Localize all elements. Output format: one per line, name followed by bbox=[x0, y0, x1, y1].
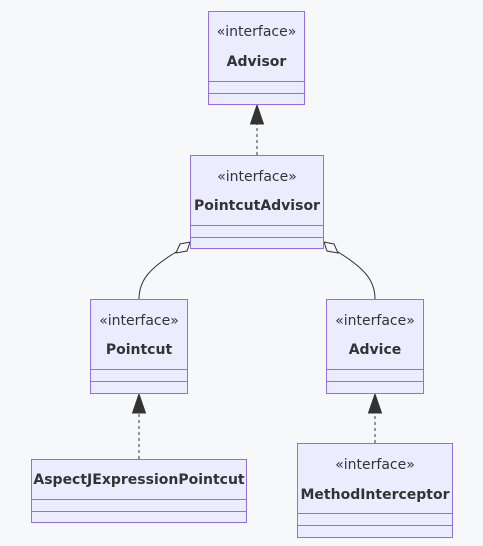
realization-arrowhead-advice bbox=[367, 392, 383, 414]
class-methodinterceptor[interactable]: «interface» MethodInterceptor bbox=[297, 443, 453, 538]
edge-pointcutadvisor-pointcut bbox=[138, 251, 177, 300]
class-advice-box bbox=[326, 299, 424, 394]
class-pointcut-name: Pointcut bbox=[106, 342, 173, 358]
class-advice-stereotype: «interface» bbox=[335, 313, 415, 329]
realization-arrowhead-advisor bbox=[249, 103, 265, 125]
class-pointcut[interactable]: «interface» Pointcut bbox=[90, 299, 188, 394]
class-aspectjexpressionpointcut-box bbox=[31, 459, 247, 523]
class-methodinterceptor-name: MethodInterceptor bbox=[300, 487, 449, 503]
class-aspectjexpressionpointcut[interactable]: AspectJExpressionPointcut bbox=[31, 459, 247, 523]
edge-pointcutadvisor-advice bbox=[337, 251, 376, 300]
class-pointcutadvisor[interactable]: «interface» PointcutAdvisor bbox=[190, 155, 324, 249]
class-aspectjexpressionpointcut-name: AspectJExpressionPointcut bbox=[33, 472, 245, 488]
class-advice-name: Advice bbox=[349, 342, 402, 358]
aggregation-diamond-advice bbox=[323, 241, 339, 254]
class-advisor-stereotype: «interface» bbox=[217, 24, 297, 40]
class-pointcut-stereotype: «interface» bbox=[99, 313, 179, 329]
class-advisor[interactable]: «interface» Advisor bbox=[208, 11, 305, 105]
class-advice[interactable]: «interface» Advice bbox=[326, 299, 424, 394]
aggregation-diamond-pointcut bbox=[175, 241, 191, 254]
class-methodinterceptor-stereotype: «interface» bbox=[335, 457, 415, 473]
class-pointcutadvisor-stereotype: «interface» bbox=[217, 169, 297, 185]
class-methodinterceptor-box bbox=[297, 443, 453, 538]
class-advisor-name: Advisor bbox=[227, 54, 287, 70]
class-pointcutadvisor-name: PointcutAdvisor bbox=[194, 198, 320, 214]
class-pointcut-box bbox=[90, 299, 188, 394]
realization-arrowhead-pointcut bbox=[131, 392, 147, 414]
class-pointcutadvisor-box bbox=[190, 155, 324, 249]
class-advisor-box bbox=[208, 11, 305, 105]
